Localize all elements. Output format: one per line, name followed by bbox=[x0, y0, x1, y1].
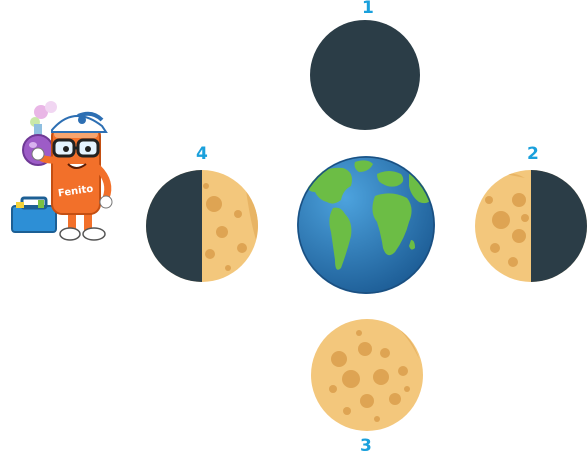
full-moon-icon bbox=[311, 319, 423, 431]
position-label-1: 1 bbox=[362, 0, 374, 17]
waxing-half-moon-icon bbox=[146, 170, 258, 282]
position-label-4: 4 bbox=[196, 146, 208, 163]
earth-icon bbox=[297, 156, 435, 294]
waning-half-moon-icon bbox=[475, 170, 587, 282]
position-label-2: 2 bbox=[527, 146, 539, 163]
position-label-3: 3 bbox=[360, 438, 372, 455]
new-moon-icon bbox=[310, 20, 420, 130]
mascot-scientist-icon: Fenito bbox=[8, 98, 116, 248]
